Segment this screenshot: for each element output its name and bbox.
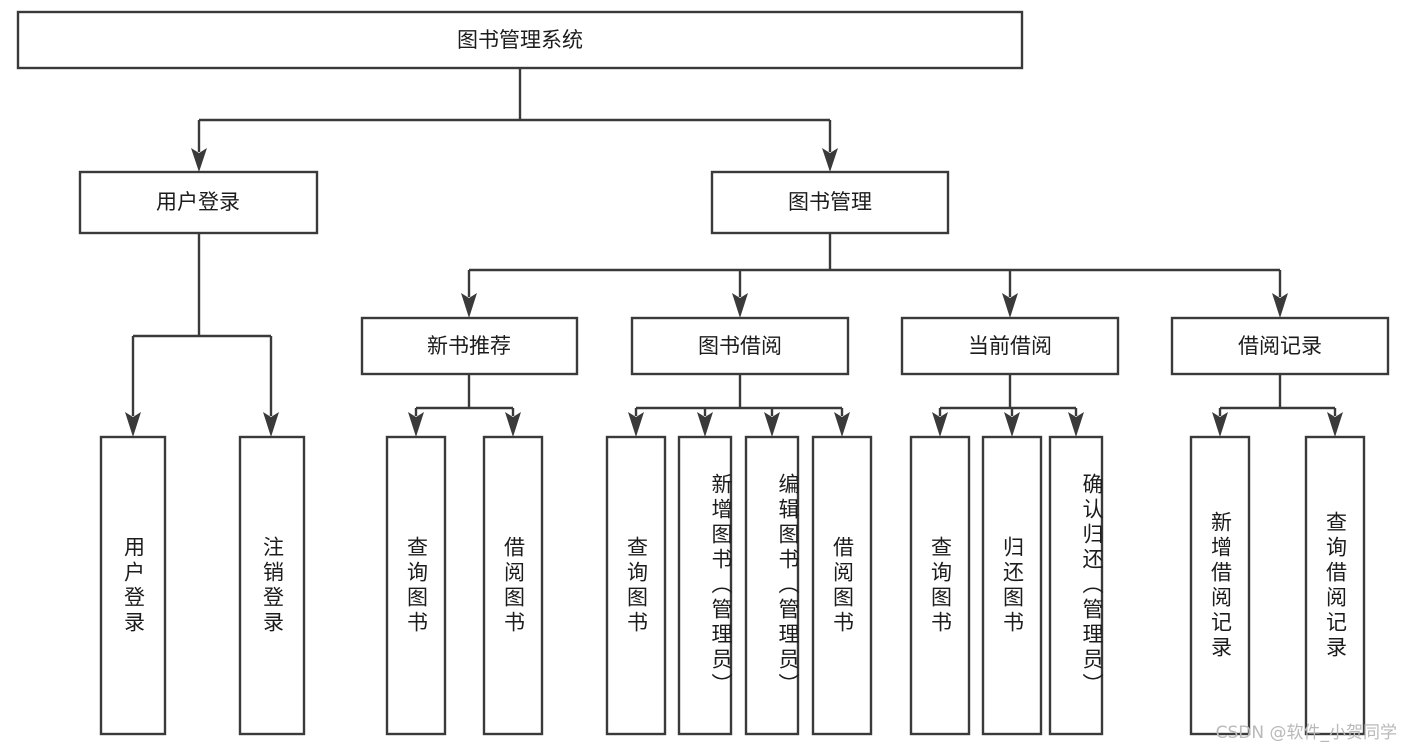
node-leaf-query-book-b-box[interactable] xyxy=(605,435,667,736)
arrowhead-leaf-edit-book xyxy=(764,412,780,437)
arrowhead-leaf-logout xyxy=(263,412,279,437)
arrowhead-current-borrow xyxy=(1002,293,1018,318)
node-current-borrow-label: 当前借阅 xyxy=(968,334,1052,358)
node-current-borrow-box[interactable] xyxy=(900,316,1120,376)
node-leaf-query-record-box[interactable] xyxy=(1304,435,1366,736)
node-new-book-recommend-label: 新书推荐 xyxy=(427,334,511,358)
arrowhead-new-book-recommend xyxy=(461,293,477,318)
arrowhead-leaf-query-book-b xyxy=(628,412,644,437)
node-book-borrow[interactable]: 图书借阅 xyxy=(630,316,850,376)
arrowhead-leaf-borrow-book-a xyxy=(505,412,521,437)
node-leaf-logout-box[interactable] xyxy=(238,435,306,736)
node-leaf-add-record-box[interactable] xyxy=(1189,435,1251,736)
arrowhead-borrow-record xyxy=(1272,293,1288,318)
node-leaf-confirm-return-box[interactable] xyxy=(1048,435,1104,736)
arrowhead-leaf-query-book-a xyxy=(408,412,424,437)
node-book-manage-label: 图书管理 xyxy=(788,190,872,214)
arrowhead-book-borrow xyxy=(732,293,748,318)
arrowhead-leaf-query-book-c xyxy=(932,412,948,437)
node-book-manage[interactable]: 图书管理 xyxy=(710,170,950,235)
node-book-manage-box[interactable] xyxy=(710,170,950,235)
arrowhead-leaf-query-record xyxy=(1327,412,1343,437)
node-leaf-query-book-c-box[interactable] xyxy=(909,435,971,736)
connector-group xyxy=(125,68,1343,437)
node-root-label: 图书管理系统 xyxy=(457,28,583,52)
node-book-borrow-label: 图书借阅 xyxy=(698,334,782,358)
node-borrow-record[interactable]: 借阅记录 xyxy=(1170,316,1390,376)
node-leaf-return-book-box[interactable] xyxy=(981,435,1043,736)
node-new-book-recommend-box[interactable] xyxy=(360,316,579,376)
node-user-login[interactable]: 用户登录 xyxy=(78,170,319,235)
node-root-box[interactable] xyxy=(16,10,1024,70)
arrowhead-leaf-confirm-return xyxy=(1068,412,1084,437)
node-user-login-label: 用户登录 xyxy=(156,190,240,214)
arrowhead-leaf-add-record xyxy=(1212,412,1228,437)
node-borrow-record-box[interactable] xyxy=(1170,316,1390,376)
arrowhead-leaf-add-book xyxy=(697,412,713,437)
node-leaf-borrow-book-b-box[interactable] xyxy=(811,435,873,736)
arrowhead-user-login xyxy=(191,148,207,172)
node-new-book-recommend[interactable]: 新书推荐 xyxy=(360,316,579,376)
node-current-borrow[interactable]: 当前借阅 xyxy=(900,316,1120,376)
node-leaf-query-book-a-box[interactable] xyxy=(385,435,447,736)
node-book-borrow-box[interactable] xyxy=(630,316,850,376)
leaf-box-group xyxy=(99,435,1366,736)
csdn-watermark: CSDN @软件_小贺同学 xyxy=(1215,723,1397,743)
node-root[interactable]: 图书管理系统 xyxy=(16,10,1024,70)
node-leaf-edit-book-box[interactable] xyxy=(744,435,800,736)
node-user-login-box[interactable] xyxy=(78,170,319,235)
node-leaf-add-book-box[interactable] xyxy=(677,435,733,736)
arrowhead-leaf-borrow-book-b xyxy=(834,412,850,437)
arrowhead-leaf-user-login xyxy=(125,412,141,437)
arrowhead-leaf-return-book xyxy=(1004,412,1020,437)
node-borrow-record-label: 借阅记录 xyxy=(1238,334,1322,358)
node-leaf-borrow-book-a-box[interactable] xyxy=(482,435,544,736)
node-leaf-user-login-box[interactable] xyxy=(99,435,167,736)
arrowhead-book-manage xyxy=(822,148,838,172)
